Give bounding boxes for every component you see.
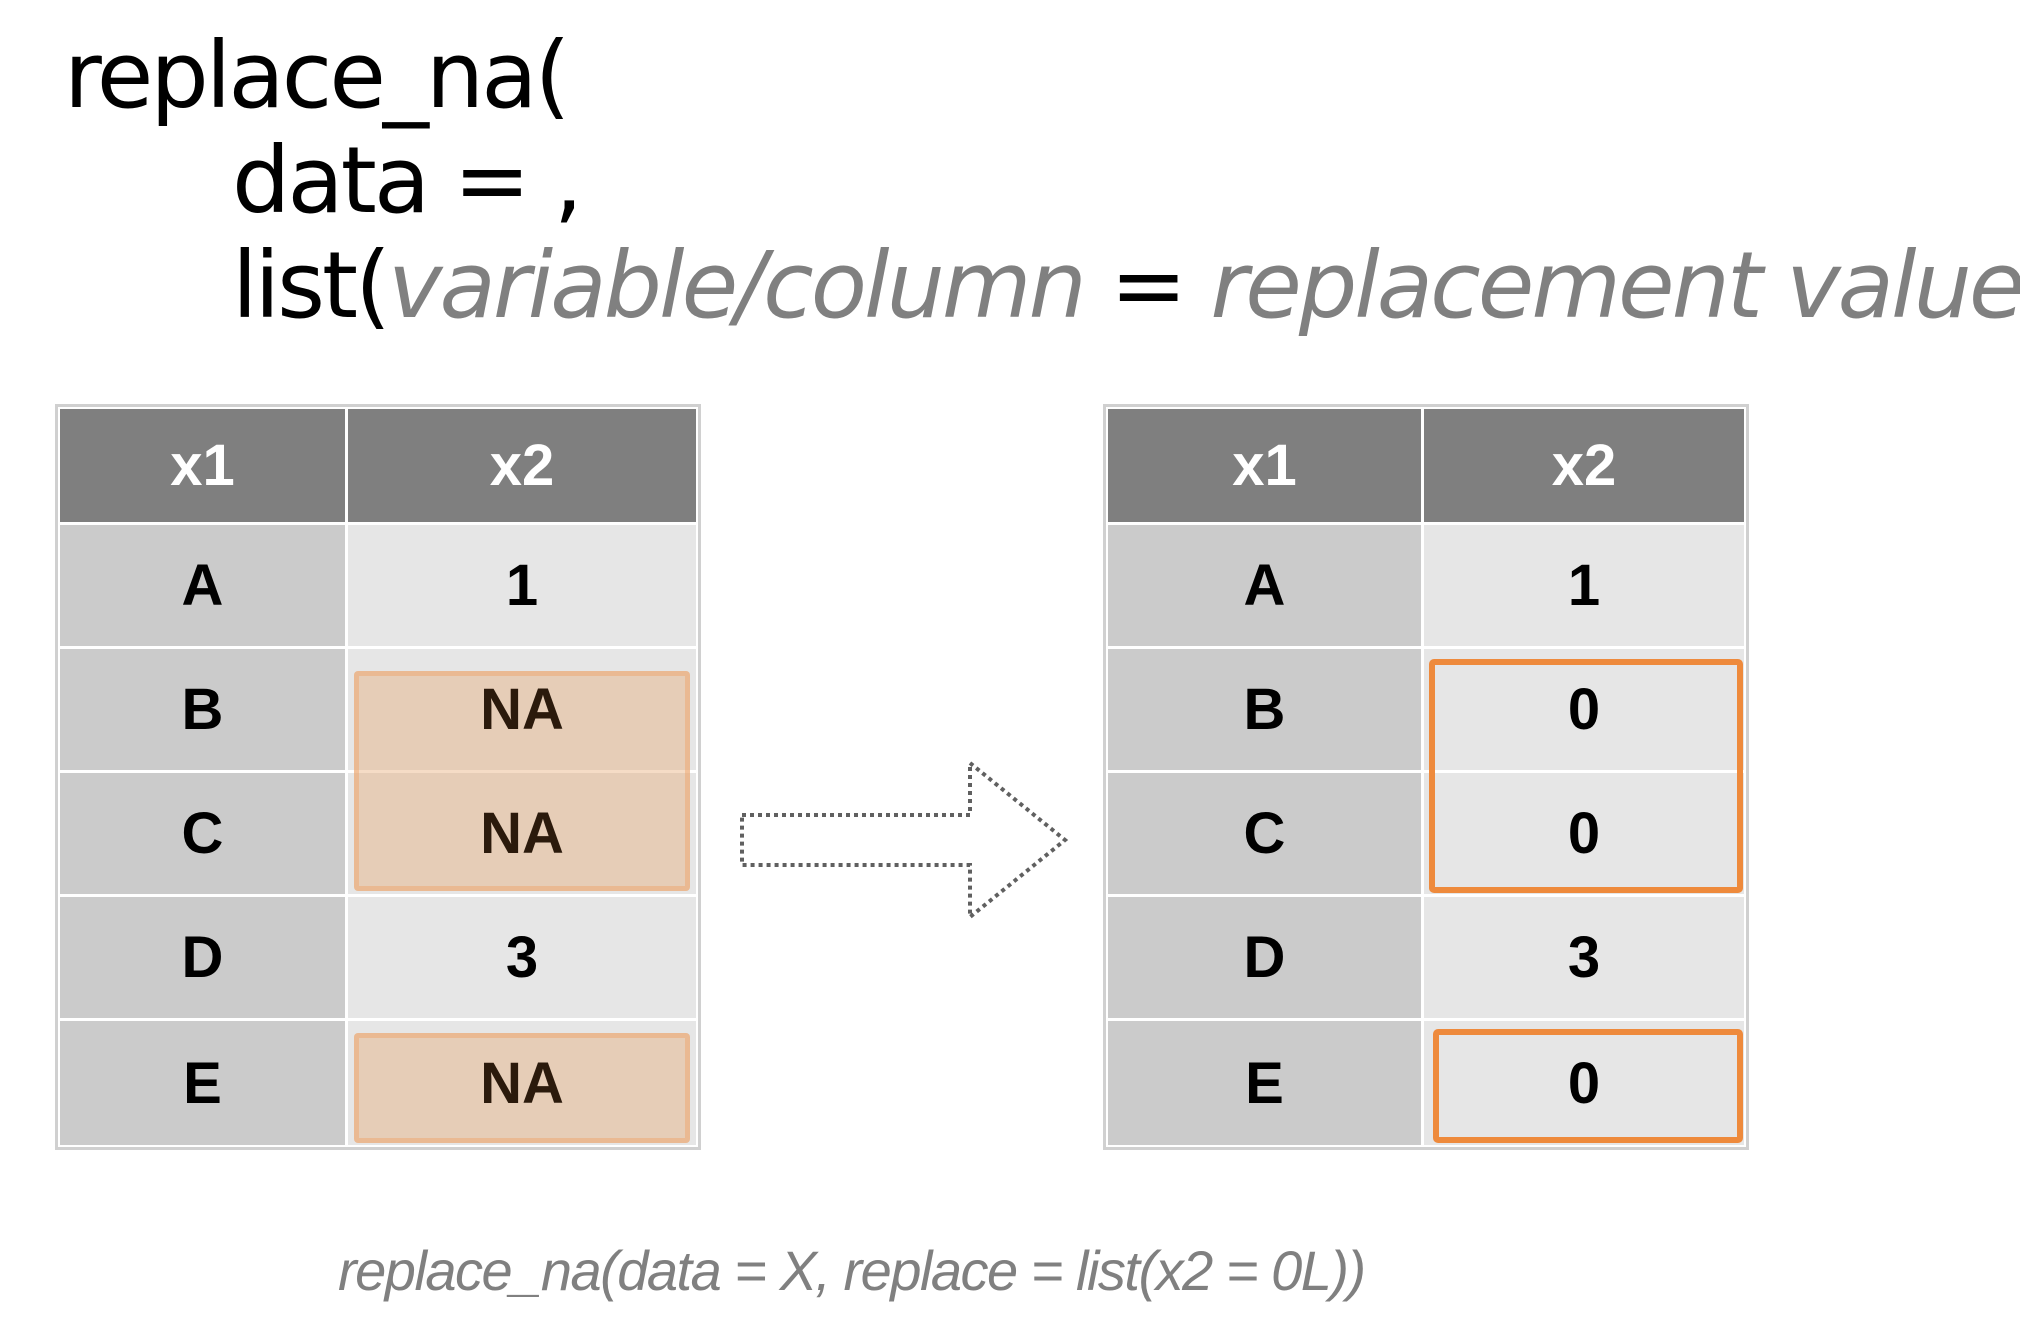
table-after-row-c-x1: C xyxy=(1108,773,1421,894)
table-after-row-c-x2: 0 xyxy=(1424,773,1744,894)
signature-value-placeholder: replacement value xyxy=(1210,232,2020,339)
table-before-row-e-x2: NA xyxy=(480,1050,564,1116)
signature-line-3: list(variable/column = replacement value… xyxy=(232,240,2020,332)
table-before-row-c-x2: NA xyxy=(480,801,564,866)
table-before-row-d-x2: 3 xyxy=(348,897,696,1018)
table-after-row-e-x1: E xyxy=(1108,1021,1421,1145)
table-before-row-c-x1: C xyxy=(60,773,345,894)
table-before-row-a-x2: 1 xyxy=(348,525,696,646)
na-highlight-b-c xyxy=(354,671,690,891)
table-after-row-d-x1: D xyxy=(1108,897,1421,1018)
signature-line-2: data = , xyxy=(232,127,583,234)
table-after-row-a-x1: A xyxy=(1108,525,1421,646)
table-after-row-e-x2: 0 xyxy=(1424,1021,1744,1145)
table-before-row-b-x2-bg xyxy=(348,649,696,770)
transform-arrow-icon xyxy=(740,758,1069,922)
table-before-row-e-x2-bg xyxy=(348,1021,696,1145)
table-after-row-b-x1: B xyxy=(1108,649,1421,770)
signature-equals: = xyxy=(1083,232,1211,339)
na-highlight-e xyxy=(354,1033,690,1143)
table-before-row-d-x1: D xyxy=(60,897,345,1018)
signature-list-open: list( xyxy=(232,232,391,339)
table-before-row-b-x2: NA xyxy=(480,677,564,742)
table-before: x1 x2 A 1 B C D 3 E NA NA NA xyxy=(55,404,701,1150)
table-before-row-c-x2-bg xyxy=(348,773,696,894)
signature-variable-placeholder: variable/column xyxy=(388,232,1087,339)
table-before-header-x1: x1 xyxy=(60,409,345,522)
table-after-row-d-x2: 3 xyxy=(1424,897,1744,1018)
example-call: replace_na(data = X, replace = list(x2 =… xyxy=(338,1239,1366,1302)
table-after-row-b-x2: 0 xyxy=(1424,649,1744,770)
table-before-row-b-x1: B xyxy=(60,649,345,770)
replaced-outline-e xyxy=(1433,1029,1743,1143)
table-after-header-x1: x1 xyxy=(1108,409,1421,522)
table-after-row-a-x2: 1 xyxy=(1424,525,1744,646)
table-after-header-x2: x2 xyxy=(1424,409,1744,522)
table-after: x1 x2 A 1 B 0 C 0 D 3 E 0 xyxy=(1103,404,1749,1150)
table-before-header-x2: x2 xyxy=(348,409,696,522)
table-before-row-e-x1: E xyxy=(60,1021,345,1145)
table-before-row-a-x1: A xyxy=(60,525,345,646)
signature-line-1: replace_na( xyxy=(64,22,571,129)
replaced-outline-b-c xyxy=(1429,659,1743,893)
